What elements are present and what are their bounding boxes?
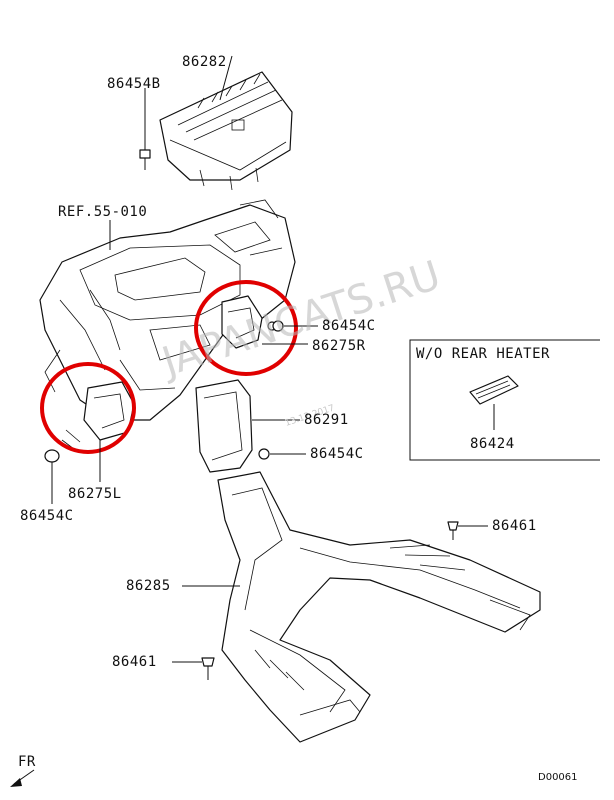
label-fr: FR [18, 754, 36, 770]
floor-duct-86285-part [217, 471, 541, 743]
clip-86461-top-icon [447, 521, 459, 540]
label-86291: 86291 [304, 412, 349, 428]
label-ref: REF.55-010 [58, 204, 147, 220]
part-86424-drawing [469, 375, 519, 405]
label-86461-top: 86461 [492, 518, 537, 534]
bolt-86454c-mid-icon [258, 448, 270, 460]
duct-86291-part [195, 379, 253, 473]
clip-86461-bottom-icon [201, 657, 215, 680]
highlight-circle-right [194, 280, 298, 376]
label-86282: 86282 [182, 54, 227, 70]
label-86454c-mid: 86454C [310, 446, 364, 462]
bolt-86454c-left-icon [44, 449, 60, 463]
front-arrow-icon: FR [10, 754, 36, 787]
bolt-86454c-right-icon [272, 320, 284, 332]
label-86275r: 86275R [312, 338, 366, 354]
diagram-code: D00061 [538, 772, 578, 783]
leader-lines [51, 55, 488, 663]
actuator-left-part [61, 381, 135, 453]
label-86454c-right: 86454C [322, 318, 376, 334]
label-86461-bottom: 86461 [112, 654, 157, 670]
label-86454c-left: 86454C [20, 508, 74, 524]
label-86275l: 86275L [68, 486, 122, 502]
label-86424: 86424 [470, 436, 515, 452]
inset-box: W/O REAR HEATER [409, 339, 600, 461]
label-86285: 86285 [126, 578, 171, 594]
bolt-86454b-icon [139, 149, 151, 170]
highlight-circle-left [40, 362, 136, 454]
label-86454b: 86454B [107, 76, 161, 92]
heater-cover-part [159, 71, 293, 191]
inset-title: W/O REAR HEATER [416, 346, 550, 362]
